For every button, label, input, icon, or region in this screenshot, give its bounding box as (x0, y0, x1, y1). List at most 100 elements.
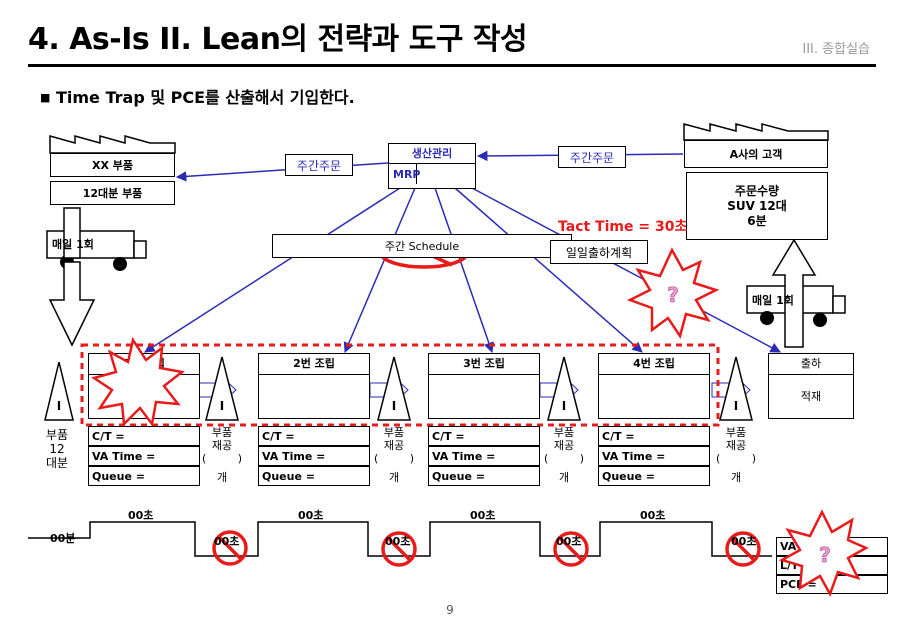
wip-label-line1: 부품 (553, 426, 575, 439)
customer-factory-icon (683, 123, 829, 141)
wip-unit: 개 (730, 471, 742, 484)
shipping-box: 출하 적재 (768, 353, 854, 419)
instruction-bullet: ■ Time Trap 및 PCE를 산출해서 기입한다. (40, 84, 355, 108)
process-box-2: 2번 조립 (258, 353, 370, 419)
wip-label-line2: 재공 (725, 439, 747, 452)
wip-label-line1: 부품 (725, 426, 747, 439)
process-name-2: 2번 조립 (259, 354, 369, 375)
supplier-factory-icon (49, 135, 176, 154)
process-box-3: 3번 조립 (428, 353, 540, 419)
process-name-3: 3번 조립 (429, 354, 539, 375)
weekly-order-left-box: 주간주문 (285, 154, 353, 176)
mrp-label: MRP (389, 164, 420, 184)
queue-cell: Queue = (88, 466, 200, 486)
wip-label-line2: 재공 (211, 439, 233, 452)
raw-parts-inventory-label: 부품 12 대분 (46, 428, 68, 470)
wip-count-row: () (202, 452, 242, 465)
raw-parts-label-line3: 대분 (46, 456, 69, 470)
ct-cell: C/T = (428, 426, 540, 446)
supplier-parts-box: 12대분 부품 (50, 181, 175, 205)
production-control-box: 생산관리 MRP (388, 143, 476, 189)
process-name-4: 4번 조립 (599, 354, 709, 375)
va-time-cell: VA Time = (428, 446, 540, 466)
inventory-i-3: I (392, 399, 396, 413)
wip-count-row: () (544, 452, 584, 465)
prohibited-wait-icon (381, 531, 417, 567)
raw-parts-label-line2: 12 (49, 442, 65, 456)
title-divider (28, 64, 876, 67)
timeline-process-time-2: 00초 (298, 509, 324, 522)
timeline-line (28, 521, 772, 557)
question-mark-icon: ? (667, 283, 679, 307)
timeline-process-time-3: 00초 (470, 509, 496, 522)
section-label: III. 종합실습 (802, 42, 870, 57)
wip-label-line2: 재공 (553, 439, 575, 452)
page-number: 9 (446, 603, 454, 617)
timeline-process-time-4: 00초 (640, 509, 666, 522)
paren-close: ) (409, 452, 414, 465)
va-time-cell: VA Time = (258, 446, 370, 466)
page-title: 4. As-Is II. Lean의 전략과 도구 작성 (28, 22, 528, 57)
timeline-wait-time-3: 00초 (556, 535, 582, 548)
wip-inventory-label-2: 부품 재공 () 개 (374, 426, 414, 484)
wip-label-line1: 부품 (383, 426, 405, 439)
kaizen-burst-icon (91, 336, 185, 428)
customer-demand-box: 주문수량 SUV 12대 6분 (686, 172, 828, 240)
weekly-schedule-box: 주간 Schedule (272, 234, 572, 258)
production-control-title: 생산관리 (389, 144, 475, 164)
daily-shipping-plan-box: 일일출하계획 (550, 240, 648, 264)
queue-cell: Queue = (598, 466, 710, 486)
process-group-highlight (80, 343, 720, 427)
customer-shipping-label: 매일 1회 (752, 294, 794, 307)
paren-close: ) (579, 452, 584, 465)
timeline-wait-time-4: 00초 (731, 535, 757, 548)
customer-name-box: A사의 고객 (684, 140, 828, 168)
va-time-cell: VA Time = (598, 446, 710, 466)
question-mark-icon: ? (819, 543, 831, 567)
instruction-text: Time Trap 및 PCE를 산출해서 기입한다. (55, 88, 355, 107)
supplier-push-arrow-icon (48, 207, 96, 347)
process-box-4: 4번 조립 (598, 353, 710, 419)
inventory-i-5: I (734, 399, 738, 413)
kaizen-burst-icon (626, 247, 720, 339)
paren-open: ( (374, 452, 379, 465)
timeline-wait-time-2: 00초 (385, 535, 411, 548)
customer-ship-arrow-icon (771, 238, 817, 348)
timeline-wait-time-1: 00초 (214, 535, 240, 548)
prohibited-wait-icon (725, 531, 761, 567)
wip-count-row: () (374, 452, 414, 465)
paren-open: ( (544, 452, 549, 465)
ct-cell: C/T = (88, 426, 200, 446)
wip-inventory-label-1: 부품 재공 () 개 (202, 426, 242, 484)
supplier-truck-icon (46, 230, 147, 271)
raw-parts-label-line1: 부품 (46, 428, 69, 442)
stock-label: 적재 (800, 390, 822, 403)
wip-count-row: () (716, 452, 756, 465)
supplier-delivery-label: 매일 1회 (52, 238, 94, 251)
wip-unit: 개 (558, 471, 570, 484)
wip-label-line2: 재공 (383, 439, 405, 452)
shipping-label: 출하 (769, 354, 853, 375)
customer-demand-line2: SUV 12대 (727, 198, 787, 213)
wip-label-line1: 부품 (211, 426, 233, 439)
prohibited-wait-icon (553, 531, 589, 567)
inventory-i-4: I (562, 399, 566, 413)
va-time-cell: VA Time = (88, 446, 200, 466)
inventory-i-2: I (220, 399, 224, 413)
paren-close: ) (751, 452, 756, 465)
kaizen-burst-icon (778, 509, 869, 598)
weekly-order-right-box: 주간주문 (558, 146, 626, 168)
inventory-triangles (44, 356, 753, 421)
customer-demand-line1: 주문수량 (734, 183, 780, 198)
bullet-square-icon: ■ (40, 91, 51, 104)
wip-unit: 개 (216, 471, 228, 484)
inventory-i-1: I (57, 399, 61, 413)
wip-unit: 개 (388, 471, 400, 484)
queue-cell: Queue = (258, 466, 370, 486)
customer-demand-line3: 6분 (747, 213, 767, 228)
wip-inventory-label-3: 부품 재공 () 개 (544, 426, 584, 484)
timeline-first-wait: 00분 (50, 532, 76, 545)
wip-inventory-label-4: 부품 재공 () 개 (716, 426, 756, 484)
